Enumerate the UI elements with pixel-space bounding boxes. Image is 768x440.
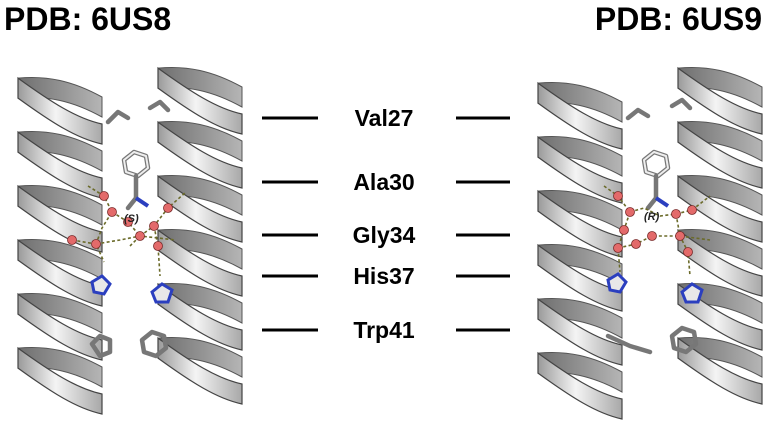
residue-row: Ala30 xyxy=(262,169,510,195)
helix-left-b xyxy=(157,66,243,405)
residue-sticks-right xyxy=(605,97,704,355)
panel-title-left: PDB: 6US8 xyxy=(4,1,171,37)
structure-right: (R) xyxy=(537,66,763,420)
helix-left-a xyxy=(17,76,103,415)
residue-label-trp41: Trp41 xyxy=(353,317,415,343)
stereo-label-right: (R) xyxy=(644,211,660,223)
residue-labels: Val27 Ala30 Gly34 His37 Trp41 xyxy=(262,105,510,343)
residue-label-ala30: Ala30 xyxy=(353,169,414,195)
residue-row: Gly34 xyxy=(262,222,510,248)
waters-right xyxy=(613,191,697,257)
hbond-network-right xyxy=(603,185,711,277)
helix-right-a xyxy=(537,81,623,420)
helix-right-b xyxy=(677,66,763,405)
stereo-label-left: (S) xyxy=(124,213,139,225)
residue-row: His37 xyxy=(262,263,510,289)
structure-left: (S) xyxy=(17,66,243,415)
residue-label-his37: His37 xyxy=(353,263,414,289)
residue-label-val27: Val27 xyxy=(355,105,414,131)
residue-row: Trp41 xyxy=(262,317,510,343)
residue-sticks-left xyxy=(89,99,174,359)
residue-label-gly34: Gly34 xyxy=(353,222,416,248)
panel-title-right: PDB: 6US9 xyxy=(595,1,762,37)
waters-left xyxy=(67,191,173,251)
residue-row: Val27 xyxy=(262,105,510,131)
